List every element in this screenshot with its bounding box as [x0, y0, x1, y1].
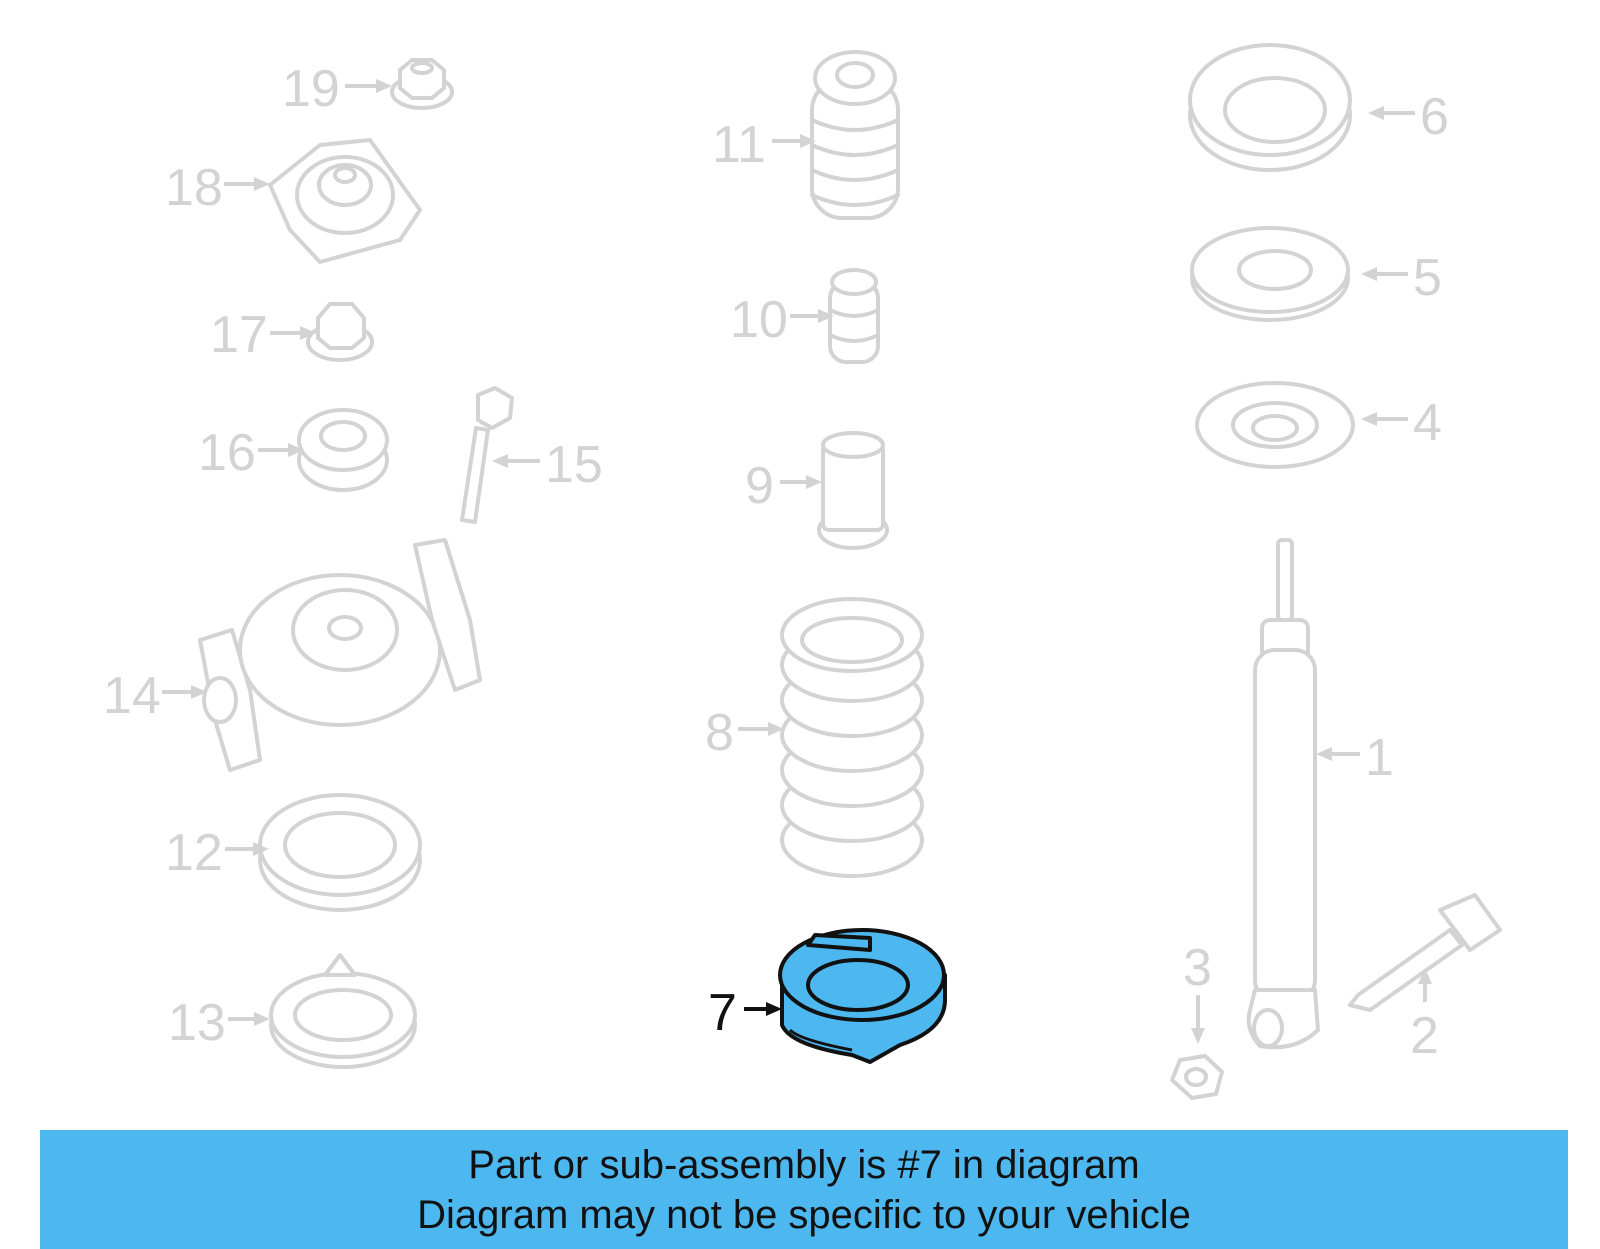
label-7: 7	[708, 984, 737, 1042]
label-1: 1	[1365, 729, 1394, 787]
part-18-mount	[268, 138, 422, 264]
label-12: 12	[165, 824, 223, 882]
part-1-shock-absorber	[1246, 538, 1320, 1050]
label-3: 3	[1183, 939, 1212, 997]
label-15: 15	[545, 436, 603, 494]
part-6-upper-seat	[1188, 43, 1352, 172]
label-16: 16	[198, 424, 256, 482]
info-banner: Part or sub-assembly is #7 in diagram Di…	[40, 1130, 1568, 1249]
part-17-nut	[306, 302, 374, 362]
part-15-bolt	[460, 386, 514, 524]
label-10: 10	[730, 291, 788, 349]
part-3-nut	[1170, 1054, 1224, 1100]
part-8-coil-spring	[780, 597, 924, 878]
label-19: 19	[282, 60, 340, 118]
part-12-seat	[258, 793, 422, 912]
part-4-cup	[1195, 381, 1355, 469]
banner-line-2: Diagram may not be specific to your vehi…	[417, 1192, 1191, 1237]
part-5-washer	[1190, 226, 1350, 322]
label-18: 18	[165, 159, 223, 217]
label-2: 2	[1410, 1007, 1439, 1065]
part-7-spring-seat-highlighted[interactable]	[778, 928, 947, 1064]
label-17: 17	[210, 306, 268, 364]
part-9-sleeve	[817, 431, 889, 550]
label-4: 4	[1413, 394, 1442, 452]
part-2-bolt	[1348, 893, 1502, 1012]
part-16-bearing	[297, 408, 389, 492]
part-14-mount-assembly	[198, 538, 482, 772]
label-13: 13	[168, 994, 226, 1052]
banner-line-1: Part or sub-assembly is #7 in diagram	[468, 1142, 1140, 1187]
label-6: 6	[1420, 88, 1449, 146]
label-5: 5	[1413, 249, 1442, 307]
part-13-pad	[269, 953, 417, 1069]
part-10-bump-stop	[828, 268, 880, 364]
part-11-dust-boot	[810, 50, 900, 220]
label-9: 9	[745, 457, 774, 515]
part-19-nut	[390, 58, 454, 110]
label-11: 11	[712, 116, 766, 174]
label-14: 14	[103, 667, 161, 725]
label-8: 8	[705, 704, 734, 762]
